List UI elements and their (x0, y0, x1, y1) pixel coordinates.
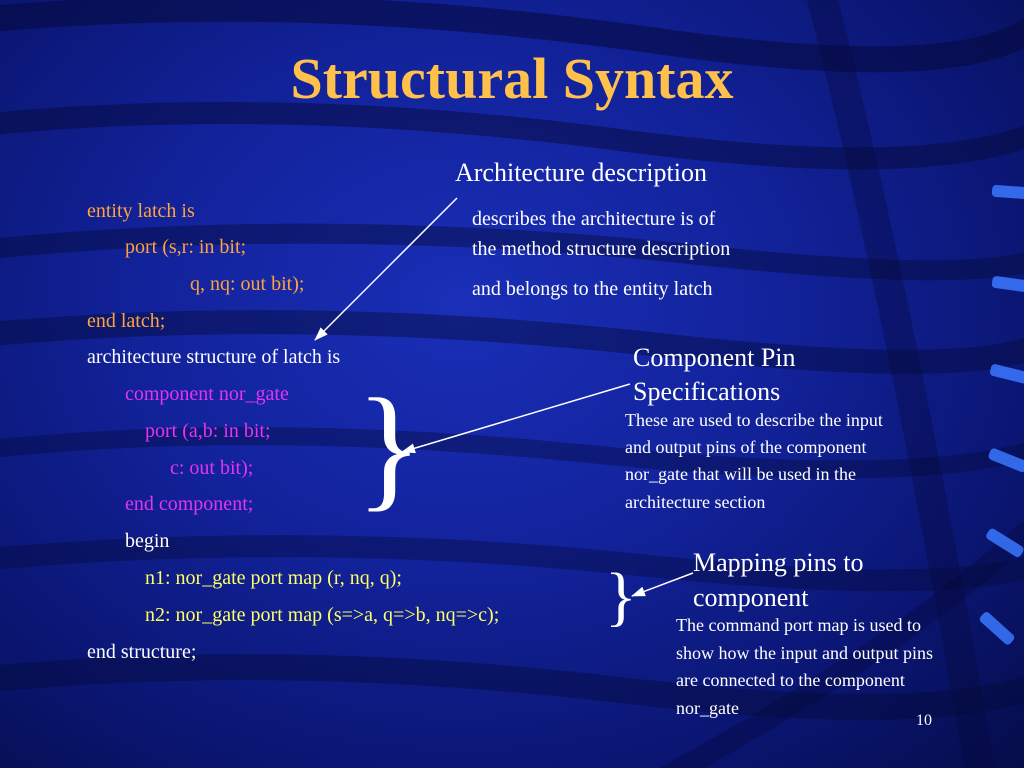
component-brace: } (356, 370, 423, 523)
component-pins-note-line-2: and output pins of the component (625, 437, 867, 457)
code-line-n2-port-map: n2: nor_gate port map (s=>a, q=>b, nq=>c… (145, 604, 500, 626)
code-line-architecture: architecture structure of latch is (87, 346, 341, 368)
code-line-end-latch: end latch; (87, 310, 166, 332)
code-line-n1-port-map: n1: nor_gate port map (r, nq, q); (145, 567, 402, 589)
component-pins-note-line-3: nor_gate that will be used in the (625, 464, 856, 484)
architecture-note-heading: Architecture description (455, 158, 707, 187)
mapping-note-line-3: are connected to the component (676, 670, 905, 690)
code-line-port: port (s,r: in bit; (125, 236, 247, 258)
mapping-note-line-1: The command port map is used to (676, 615, 921, 635)
component-pins-note-heading-1: Component Pin (633, 343, 796, 372)
port-map-brace: } (605, 560, 637, 633)
component-pins-note-line-4: architecture section (625, 492, 766, 512)
component-pins-note-heading-2: Specifications (633, 377, 781, 406)
page-number: 10 (916, 712, 932, 729)
code-line-end-structure: end structure; (87, 641, 197, 663)
mapping-note-heading-2: component (693, 583, 809, 612)
architecture-note-line-2: the method structure description (472, 238, 731, 260)
code-line-component-output: c: out bit); (170, 457, 254, 479)
code-line-entity: entity latch is (87, 200, 195, 222)
mapping-note-line-4: nor_gate (676, 698, 739, 718)
code-line-end-component: end component; (125, 493, 254, 515)
code-line-begin: begin (125, 530, 170, 552)
code-line-component: component nor_gate (125, 383, 289, 405)
slide-title: Structural Syntax (290, 46, 734, 111)
component-pins-note-line-1: These are used to describe the input (625, 410, 883, 430)
code-line-component-port: port (a,b: in bit; (145, 420, 271, 442)
code-line-outputs: q, nq: out bit); (190, 273, 305, 295)
architecture-note-line-3: and belongs to the entity latch (472, 278, 713, 300)
mapping-note-heading-1: Mapping pins to (693, 548, 864, 577)
mapping-note-line-2: show how the input and output pins (676, 643, 933, 663)
architecture-note-line-1: describes the architecture is of (472, 208, 716, 230)
